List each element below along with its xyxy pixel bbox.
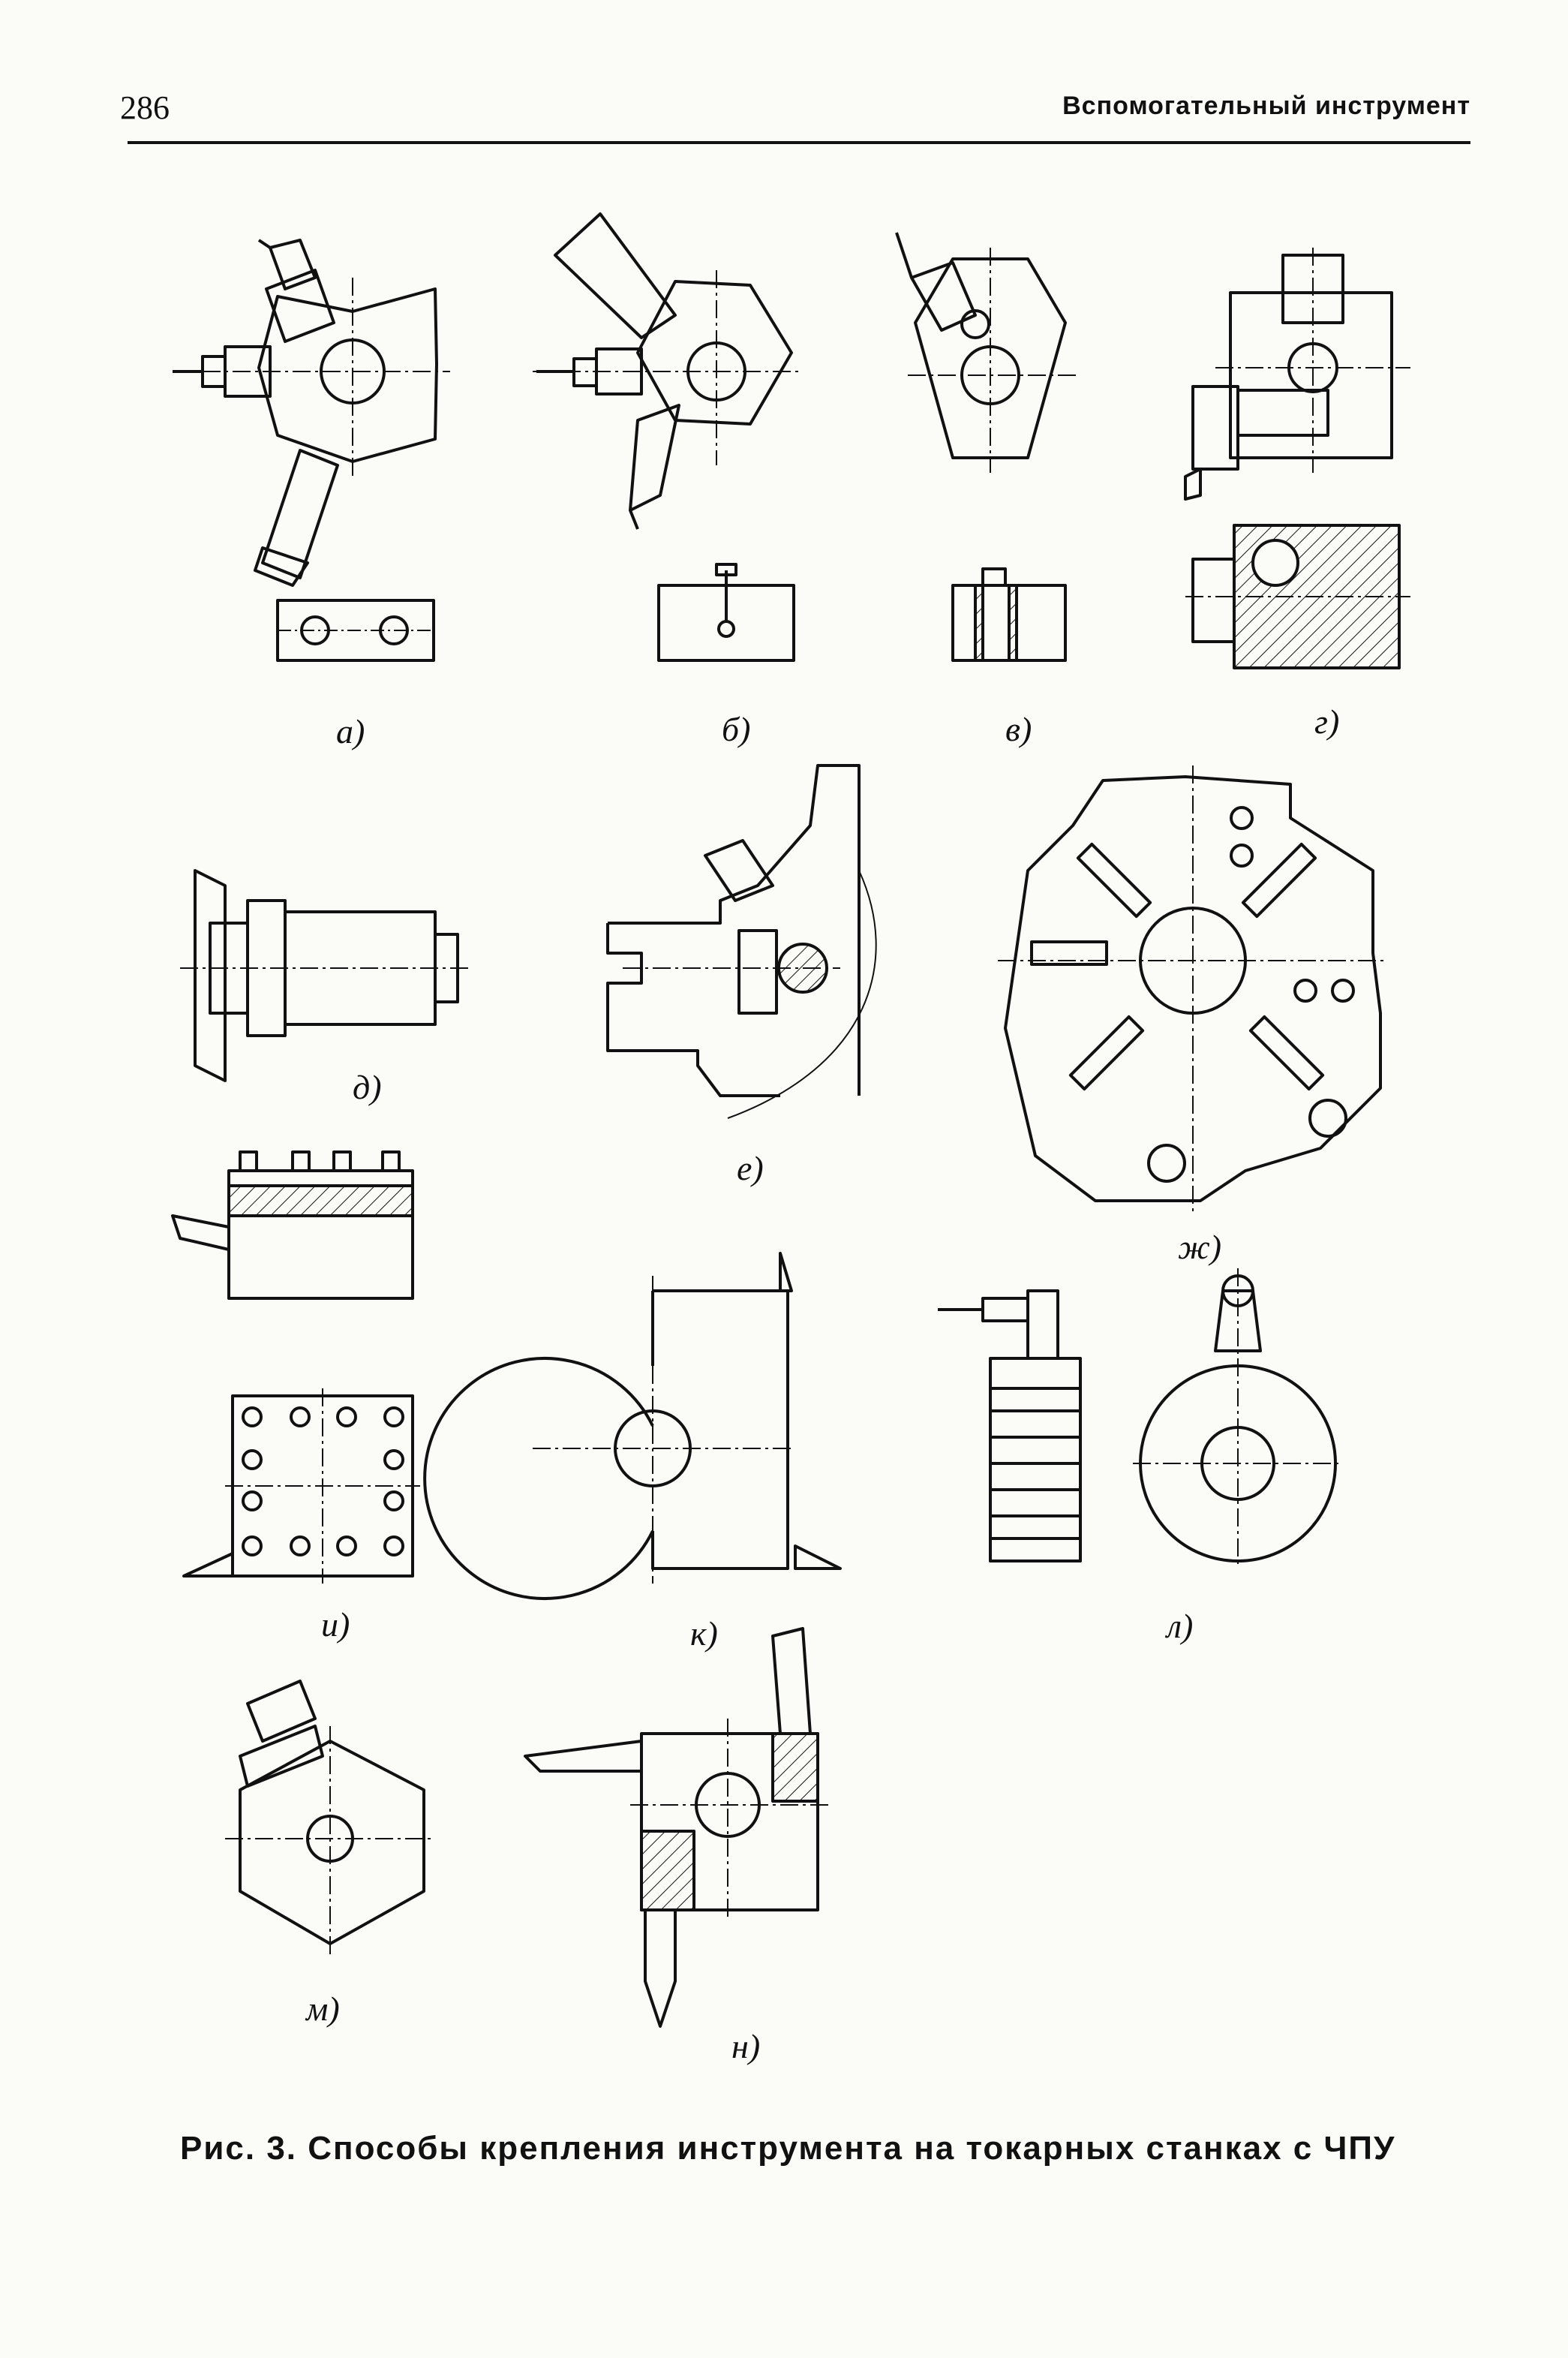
hole-mark <box>242 1535 263 1556</box>
label-n: н) <box>731 2027 761 2065</box>
hole-mark <box>242 1406 263 1427</box>
hole-mark <box>383 1406 404 1427</box>
drawing-m <box>225 1680 435 1959</box>
running-head: Вспомогательный инструмент <box>1062 92 1470 120</box>
drawing-g <box>1184 248 1410 669</box>
hole-mark <box>242 1449 263 1470</box>
hole-mark <box>336 1535 357 1556</box>
drawing-n <box>524 1627 833 2028</box>
page-number: 286 <box>120 89 170 126</box>
label-i: и) <box>321 1605 350 1644</box>
drawing-zh <box>998 765 1388 1216</box>
label-g: г) <box>1314 702 1340 741</box>
label-e: е) <box>737 1149 764 1187</box>
label-zh: ж) <box>1178 1228 1222 1266</box>
drawing-k <box>423 1252 842 1600</box>
hole-mark <box>242 1490 263 1511</box>
label-d: д) <box>353 1068 382 1106</box>
hole-mark <box>336 1406 357 1427</box>
label-v: в) <box>1005 710 1032 748</box>
label-m: м) <box>306 1990 340 2028</box>
hole-mark <box>290 1535 311 1556</box>
hole-mark <box>383 1535 404 1556</box>
hole-mark <box>290 1406 311 1427</box>
hole-mark <box>383 1490 404 1511</box>
header-rule <box>128 141 1470 144</box>
hole-mark <box>383 1449 404 1470</box>
drawing-v <box>895 232 1080 662</box>
figure-caption: Рис. 3. Способы крепления инструмента на… <box>180 2130 1396 2167</box>
label-k: к) <box>690 1614 718 1653</box>
drawing-i-holes <box>242 1406 404 1556</box>
label-b: б) <box>722 710 751 748</box>
drawing-b <box>533 212 803 662</box>
drawing-i <box>171 1150 420 1584</box>
drawing-d <box>180 869 473 1082</box>
label-l: л) <box>1167 1607 1194 1645</box>
drawing-a <box>173 239 450 662</box>
label-a: а) <box>336 712 365 750</box>
drawing-e <box>606 764 877 1119</box>
drawing-l <box>938 1268 1343 1568</box>
